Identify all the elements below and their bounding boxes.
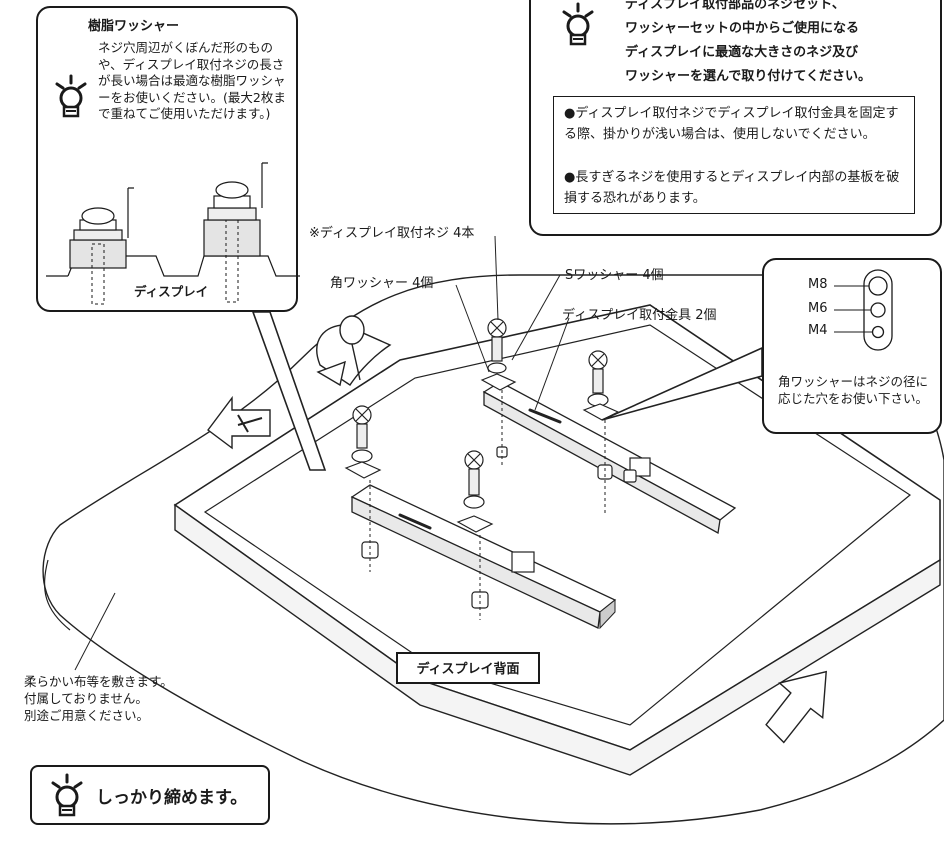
tighten-text: しっかり締めます。 [96,788,248,808]
washer-cross-section [46,162,300,305]
tighten-box: しっかり締めます。 [30,765,270,825]
instruction-line-1: ディスプレイ取付部品のネジセット、 [625,0,845,12]
right-bracket [482,381,737,535]
size-m8: M8 [808,277,828,292]
display-back-label: ディスプレイ背面 [396,652,540,684]
screw-size-box: M8 M6 M4 角ワッシャーはネジの径に応じた穴をお使い下さい。 [762,258,942,434]
screw-set [344,318,637,609]
instruction-line-2: ワッシャーセットの中からご使用になる [625,21,860,36]
instruction-line-4: ワッシャーを選んで取り付けてください。 [625,69,871,84]
size-m6: M6 [808,301,828,316]
resin-washer-title: 樹脂ワッシャー [88,19,180,34]
notes-box: ●ディスプレイ取付ネジでディスプレイ取付金具を固定する際、掛かりが浅い場合は、使… [553,96,915,214]
arrow-up-icon [207,395,271,450]
hole-size-diagram [834,269,893,351]
square-washer-label: 角ワッシャー 4個 [330,276,434,291]
resin-washer-body: ネジ穴周辺がくぼんだ形のものや、ディスプレイ取付ネジの長さが長い場合は最適な樹脂… [98,40,286,121]
tip-lightbulb-icon [561,2,595,50]
left-bracket [350,484,617,630]
tip-lightbulb-icon [54,74,88,122]
tip-lightbulb-icon [50,773,84,821]
s-washer-label: Sワッシャー 4個 [565,268,664,283]
arrow-down-right-icon [765,670,827,744]
note-2: ●長すぎるネジを使用するとディスプレイ内部の基板を破損する恐れがあります。 [564,170,900,206]
display-label: ディスプレイ [130,284,213,301]
screws-label: ※ディスプレイ取付ネジ 4本 [309,226,475,241]
size-m4: M4 [808,323,828,338]
instruction-line-3: ディスプレイに最適な大きさのネジ及び [625,45,859,60]
instruction-box: ディスプレイ取付部品のネジセット、 ワッシャーセットの中からご使用になる ディス… [529,0,942,236]
screwdriver-icon [316,315,392,387]
cloth-label: 柔らかい布等を敷きます。 付属しておりません。 別途ご用意ください。 [24,674,173,723]
resin-washer-box: 樹脂ワッシャー ネジ穴周辺がくぼんだ形のものや、ディスプレイ取付ネジの長さが長い… [36,6,300,312]
size-note: 角ワッシャーはネジの径に応じた穴をお使い下さい。 [778,374,929,406]
note-1: ●ディスプレイ取付ネジでディスプレイ取付金具を固定する際、掛かりが浅い場合は、使… [564,106,899,142]
bracket-label: ディスプレイ取付金具 2個 [562,308,717,323]
